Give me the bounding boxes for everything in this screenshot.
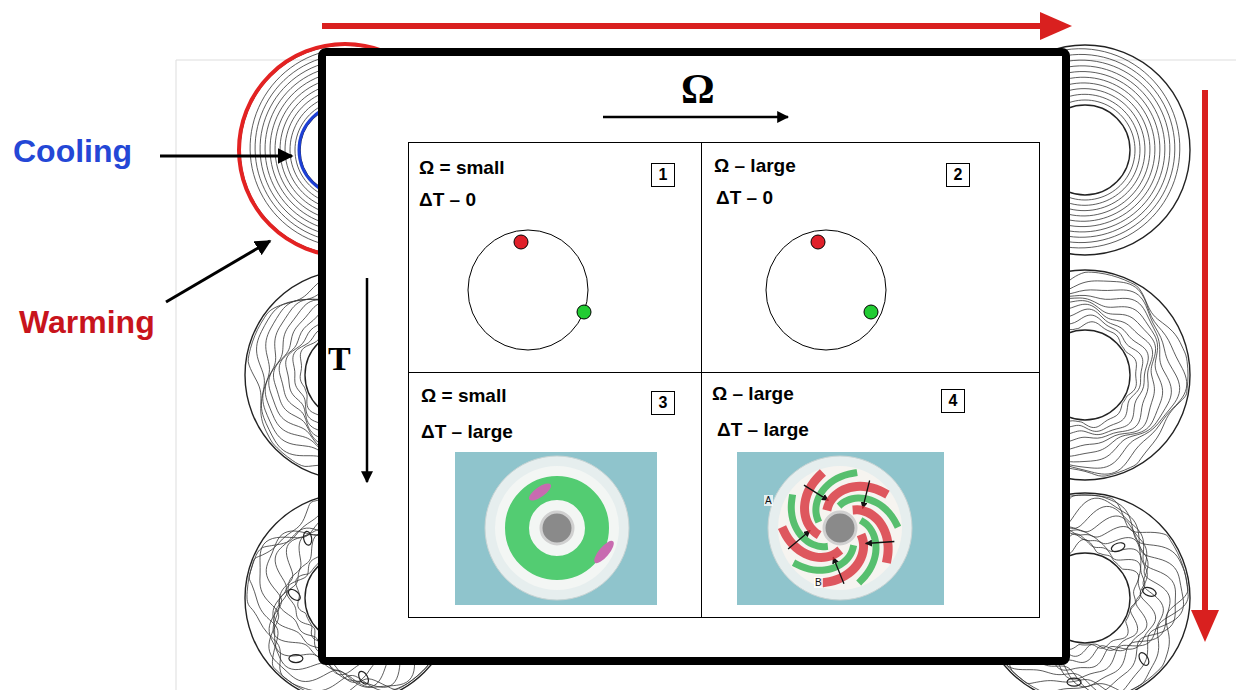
tank-outline (766, 230, 886, 350)
panel-number: 1 (659, 166, 668, 184)
green-dye-ring (517, 488, 597, 568)
rotation-axis-arrow (322, 23, 1042, 29)
arrow-head (1191, 610, 1219, 642)
tank-water (495, 466, 619, 590)
panel-number: 3 (659, 394, 668, 412)
condition-text: ΔT – large (421, 421, 513, 442)
flow-arrow (866, 541, 895, 543)
text-slot: Ω = small (421, 385, 506, 407)
label-slot: Warming (18, 305, 156, 340)
tank-plate (768, 456, 912, 600)
pink-dye (526, 480, 553, 503)
eddy (1067, 678, 1081, 686)
tank-plate (485, 456, 629, 600)
dye-dot (864, 305, 878, 319)
flow-arrow (863, 480, 870, 508)
eddy (357, 670, 371, 686)
flow-arrow (804, 485, 828, 500)
label-slot: T (327, 340, 352, 377)
panel-number: 4 (949, 392, 958, 410)
photo-marker: A (764, 495, 773, 506)
panel-number-box: 4 (941, 389, 965, 413)
condition-cell: Ω – large ΔT – 0 2 (701, 142, 1040, 373)
tank-water (778, 466, 902, 590)
text-slot: ΔT – 0 (419, 189, 476, 211)
temperature-axis-label: T (327, 340, 352, 377)
axis-arrow (366, 278, 369, 482)
text-slot: ΔT – large (717, 419, 809, 441)
red-dye-swirl (853, 510, 888, 563)
condition-cell: Ω = small ΔT – large 3 (408, 372, 702, 618)
label-slot: A (764, 490, 773, 508)
panel-number-box: 1 (651, 163, 675, 187)
label-slot: B (814, 572, 823, 590)
dye-dot (811, 235, 825, 249)
panel-number-box: 2 (946, 163, 970, 187)
tank-outline (468, 230, 588, 350)
panel-number: 2 (954, 166, 963, 184)
dye-dot (577, 305, 591, 319)
warming-label: Warming (18, 304, 156, 340)
eddy (302, 531, 312, 546)
photo-marker: B (814, 577, 823, 588)
arrow-head (1040, 12, 1072, 40)
flow-arrow (833, 557, 844, 584)
annulus-figures (240, 45, 1190, 690)
condition-text: Ω – large (712, 383, 794, 404)
axis-arrow (603, 116, 788, 119)
pointer-arrow (160, 155, 292, 158)
text-slot: Ω – large (712, 383, 794, 405)
dye-dot (514, 235, 528, 249)
cold-cylinder (541, 512, 573, 544)
experiment-photo (737, 452, 944, 605)
text-slot: ΔT – 0 (716, 187, 773, 209)
label-slot: Ω (680, 66, 716, 112)
panel-number-box: 3 (651, 391, 675, 415)
overlay-frame (322, 52, 1066, 661)
condition-text: Ω – large (714, 155, 796, 176)
text-slot: Ω = small (419, 157, 504, 179)
eddy (289, 655, 303, 663)
cold-cylinder (824, 512, 856, 544)
condition-cell: Ω – large ΔT – large 4 (701, 372, 1040, 618)
eddy (1137, 651, 1151, 667)
cooling-label: Cooling (12, 133, 133, 169)
eddy (286, 587, 302, 602)
label-slot: Cooling (12, 134, 133, 169)
condition-text: ΔT – large (717, 419, 809, 440)
condition-text: Ω = small (419, 157, 504, 178)
temperature-axis-arrow (1202, 90, 1208, 612)
flow-arrow (788, 531, 810, 549)
pointer-arrow (166, 241, 270, 302)
photo-ground (737, 452, 944, 605)
pink-dye (591, 538, 617, 566)
green-dye-swirl (859, 520, 876, 583)
eddy (1110, 541, 1126, 553)
condition-text: Ω = small (421, 385, 506, 406)
condition-text: ΔT – 0 (716, 187, 773, 208)
rotation-axis-label: Ω (680, 66, 716, 112)
photo-ground (455, 452, 657, 605)
eddy (1141, 586, 1157, 598)
text-slot: ΔT – large (421, 421, 513, 443)
condition-text: ΔT – 0 (419, 189, 476, 210)
text-slot: Ω – large (714, 155, 796, 177)
experiment-photo (455, 452, 657, 605)
condition-cell: Ω = small ΔT – 0 1 (408, 142, 702, 373)
